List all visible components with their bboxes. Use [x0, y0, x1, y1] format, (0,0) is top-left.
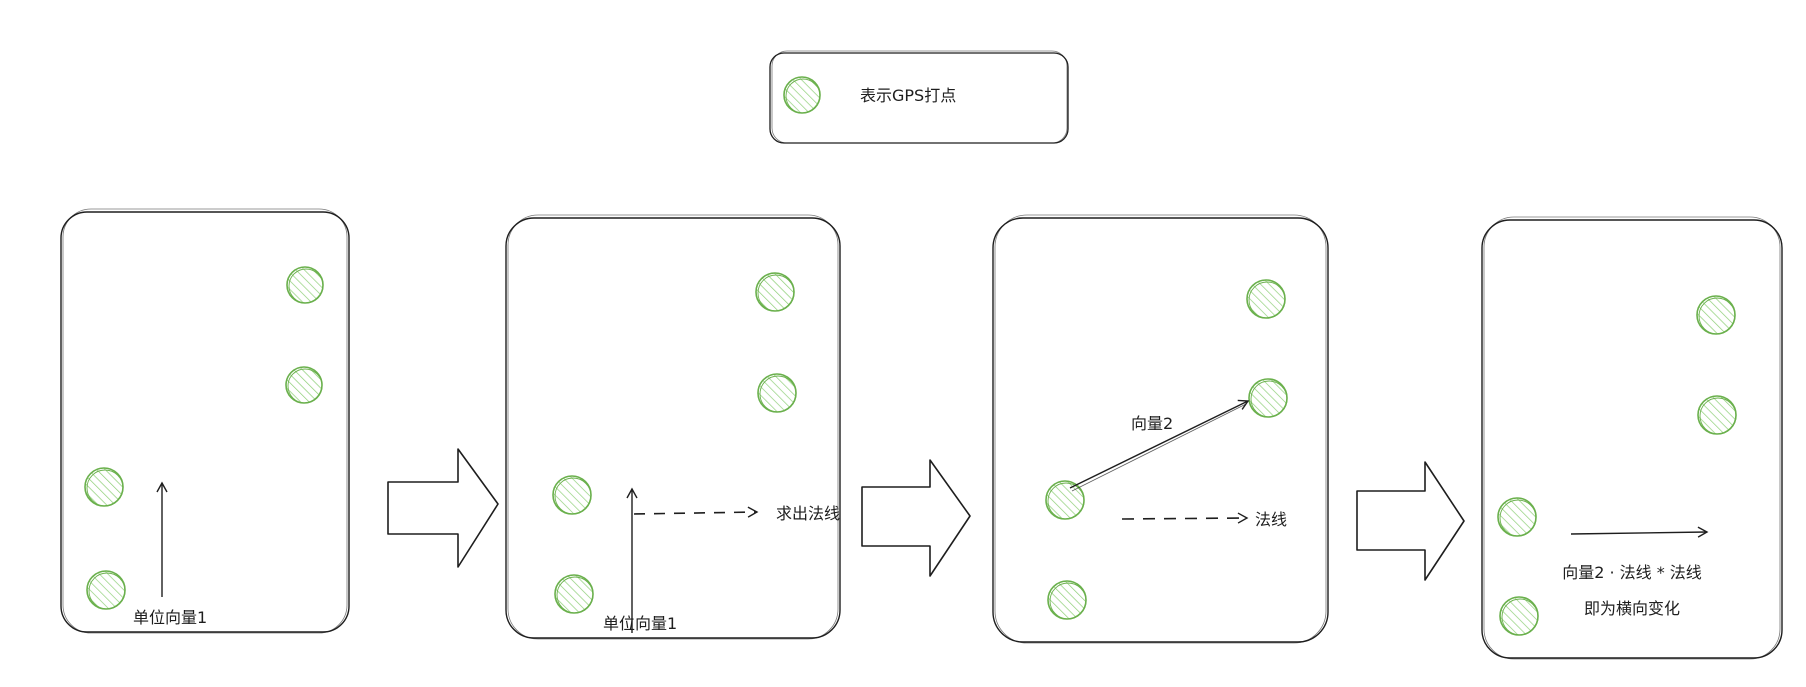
- projection-formula-label: 向量2 · 法线 * 法线: [1562, 563, 1702, 582]
- lateral-change-label: 即为横向变化: [1584, 599, 1680, 618]
- gps-point-icon: [86, 570, 126, 610]
- panel-3: 向量2 法线: [992, 214, 1329, 644]
- unit-vector-1-label: 单位向量1: [603, 614, 677, 633]
- unit-vector-1-label: 单位向量1: [133, 608, 207, 627]
- gps-point-icon: [554, 574, 594, 614]
- panel-frame: [505, 217, 841, 639]
- gps-point-icon: [1696, 295, 1736, 335]
- gps-point-icon: [1497, 497, 1537, 537]
- normal-dashed-arrow: [1121, 512, 1249, 524]
- vector-2-label: 向量2: [1131, 414, 1173, 433]
- legend: 表示GPS打点: [769, 50, 1069, 144]
- gps-point-icon: [757, 373, 797, 413]
- gps-point-icon: [1047, 580, 1087, 620]
- right-arrow-icon: [1356, 461, 1465, 581]
- find-normal-label: 求出法线: [776, 504, 840, 523]
- right-arrow-icon: [861, 459, 971, 577]
- gps-point-icon: [285, 366, 323, 404]
- gps-point-icon: [783, 76, 821, 114]
- lateral-change-arrow: [1570, 526, 1709, 538]
- panel-4: 向量2 · 法线 * 法线 即为横向变化: [1481, 216, 1783, 660]
- gps-point-icon: [84, 467, 124, 507]
- panel-frame: [992, 217, 1329, 643]
- normal-label: 法线: [1255, 510, 1287, 529]
- vector-2-arrow: [1069, 399, 1250, 489]
- panel-frame: [60, 211, 350, 633]
- panel-2: 单位向量1 求出法线: [505, 214, 841, 640]
- legend-label: 表示GPS打点: [860, 86, 956, 105]
- gps-point-icon: [1697, 395, 1737, 435]
- gps-point-icon: [755, 272, 795, 312]
- gps-point-icon: [552, 475, 592, 515]
- gps-point-icon: [1499, 596, 1539, 636]
- panel-frame: [1481, 219, 1783, 659]
- gps-point-icon: [1246, 279, 1286, 319]
- gps-point-icon: [1248, 378, 1288, 418]
- gps-point-icon: [1045, 480, 1085, 520]
- panel-1: 单位向量1: [60, 208, 350, 634]
- gps-point-icon: [286, 266, 324, 304]
- right-arrow-icon: [387, 448, 499, 568]
- normal-dashed-arrow: [633, 506, 759, 518]
